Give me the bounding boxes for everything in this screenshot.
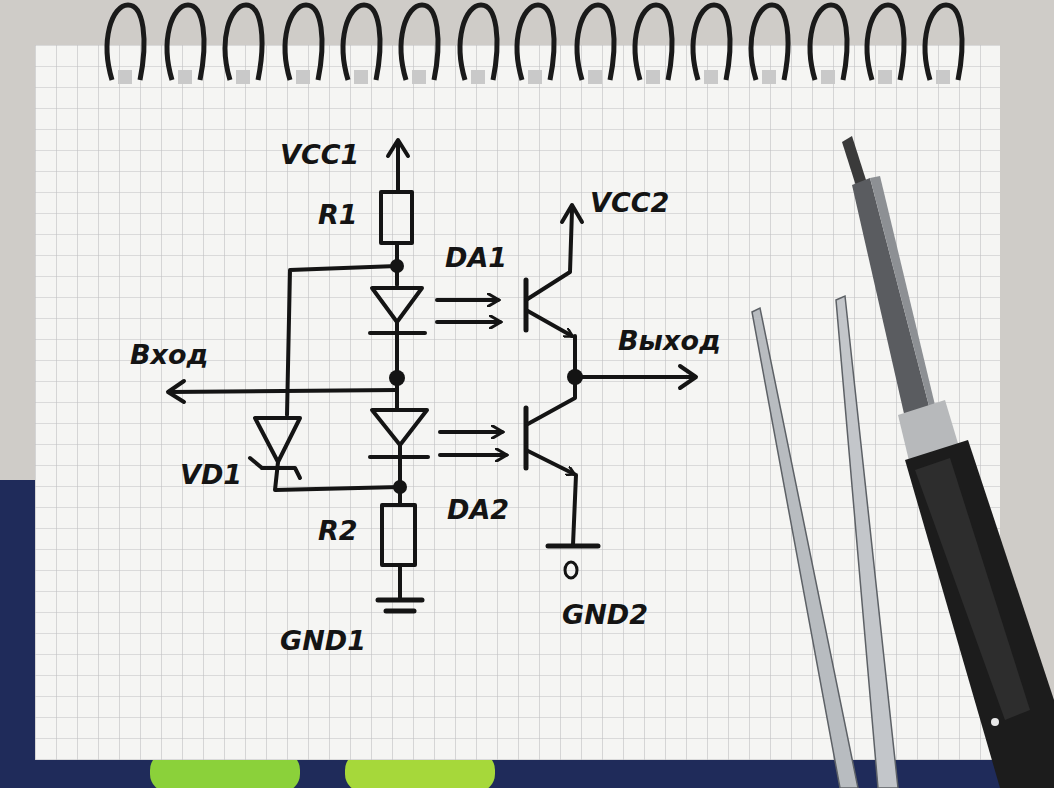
part-name: VD1 [180,460,242,490]
signal-name: Вход [130,340,208,370]
soldering-iron [842,136,1054,788]
resistor-symbol [381,192,412,243]
circuit-wires [168,140,696,611]
ground-label: GND2 [562,600,648,630]
part-name: DA1 [445,243,507,273]
phototransistor-symbol [524,280,529,330]
phototransistor-symbol [524,408,529,468]
spiral-binding [107,5,962,80]
ground-symbol [378,598,422,603]
junction-dots [389,259,583,494]
led-symbol [372,410,427,445]
supply-label: VCC1 [280,140,359,170]
part-name: R2 [318,516,358,546]
ground-label: GND1 [280,626,366,656]
supply-label: VCC2 [590,188,669,218]
part-name: DA2 [447,495,509,525]
signal-name: Выход [618,326,721,356]
part-name: R1 [318,200,358,230]
diode-symbol [255,418,300,462]
binding-holes [118,70,950,84]
ground-symbol [548,544,598,549]
led-symbol [372,288,422,322]
tweezers [752,296,898,788]
resistor-symbol [382,505,415,565]
